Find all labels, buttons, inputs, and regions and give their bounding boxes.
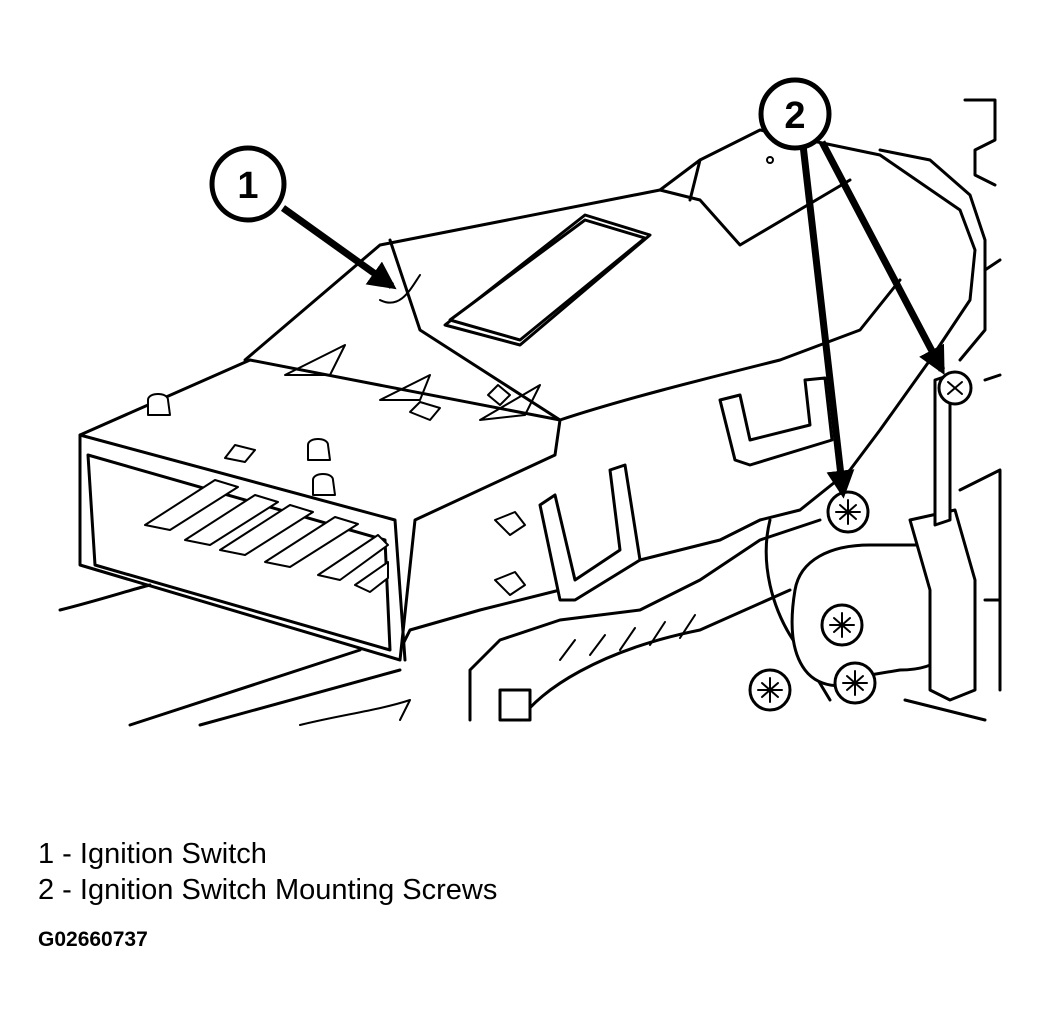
mounting-screw [820, 603, 864, 647]
callout-2: 2 [758, 77, 946, 499]
ignition-switch-body [243, 128, 977, 652]
mounting-screw [826, 490, 870, 534]
legend-item: 1 - Ignition Switch [38, 838, 267, 870]
callout-1: 1 [209, 145, 397, 290]
legend: 1 - Ignition Switch 2 - Ignition Switch … [38, 836, 497, 908]
mounting-bracket [790, 373, 977, 702]
tilt-mechanism [468, 518, 832, 722]
ignition-switch-diagram: 1 2 [58, 77, 1002, 727]
wire-harness [58, 583, 411, 727]
steering-column-housing [878, 98, 1002, 722]
mounting-screw [748, 668, 792, 712]
mounting-screw [937, 370, 973, 406]
connector-housing [78, 344, 562, 662]
legend-item: 2 - Ignition Switch Mounting Screws [38, 874, 498, 906]
mounting-screw [833, 661, 877, 705]
callout-number: 1 [237, 165, 258, 207]
figure-code: G02660737 [38, 928, 148, 951]
callout-number: 2 [784, 95, 805, 137]
locking-clip [494, 376, 834, 602]
